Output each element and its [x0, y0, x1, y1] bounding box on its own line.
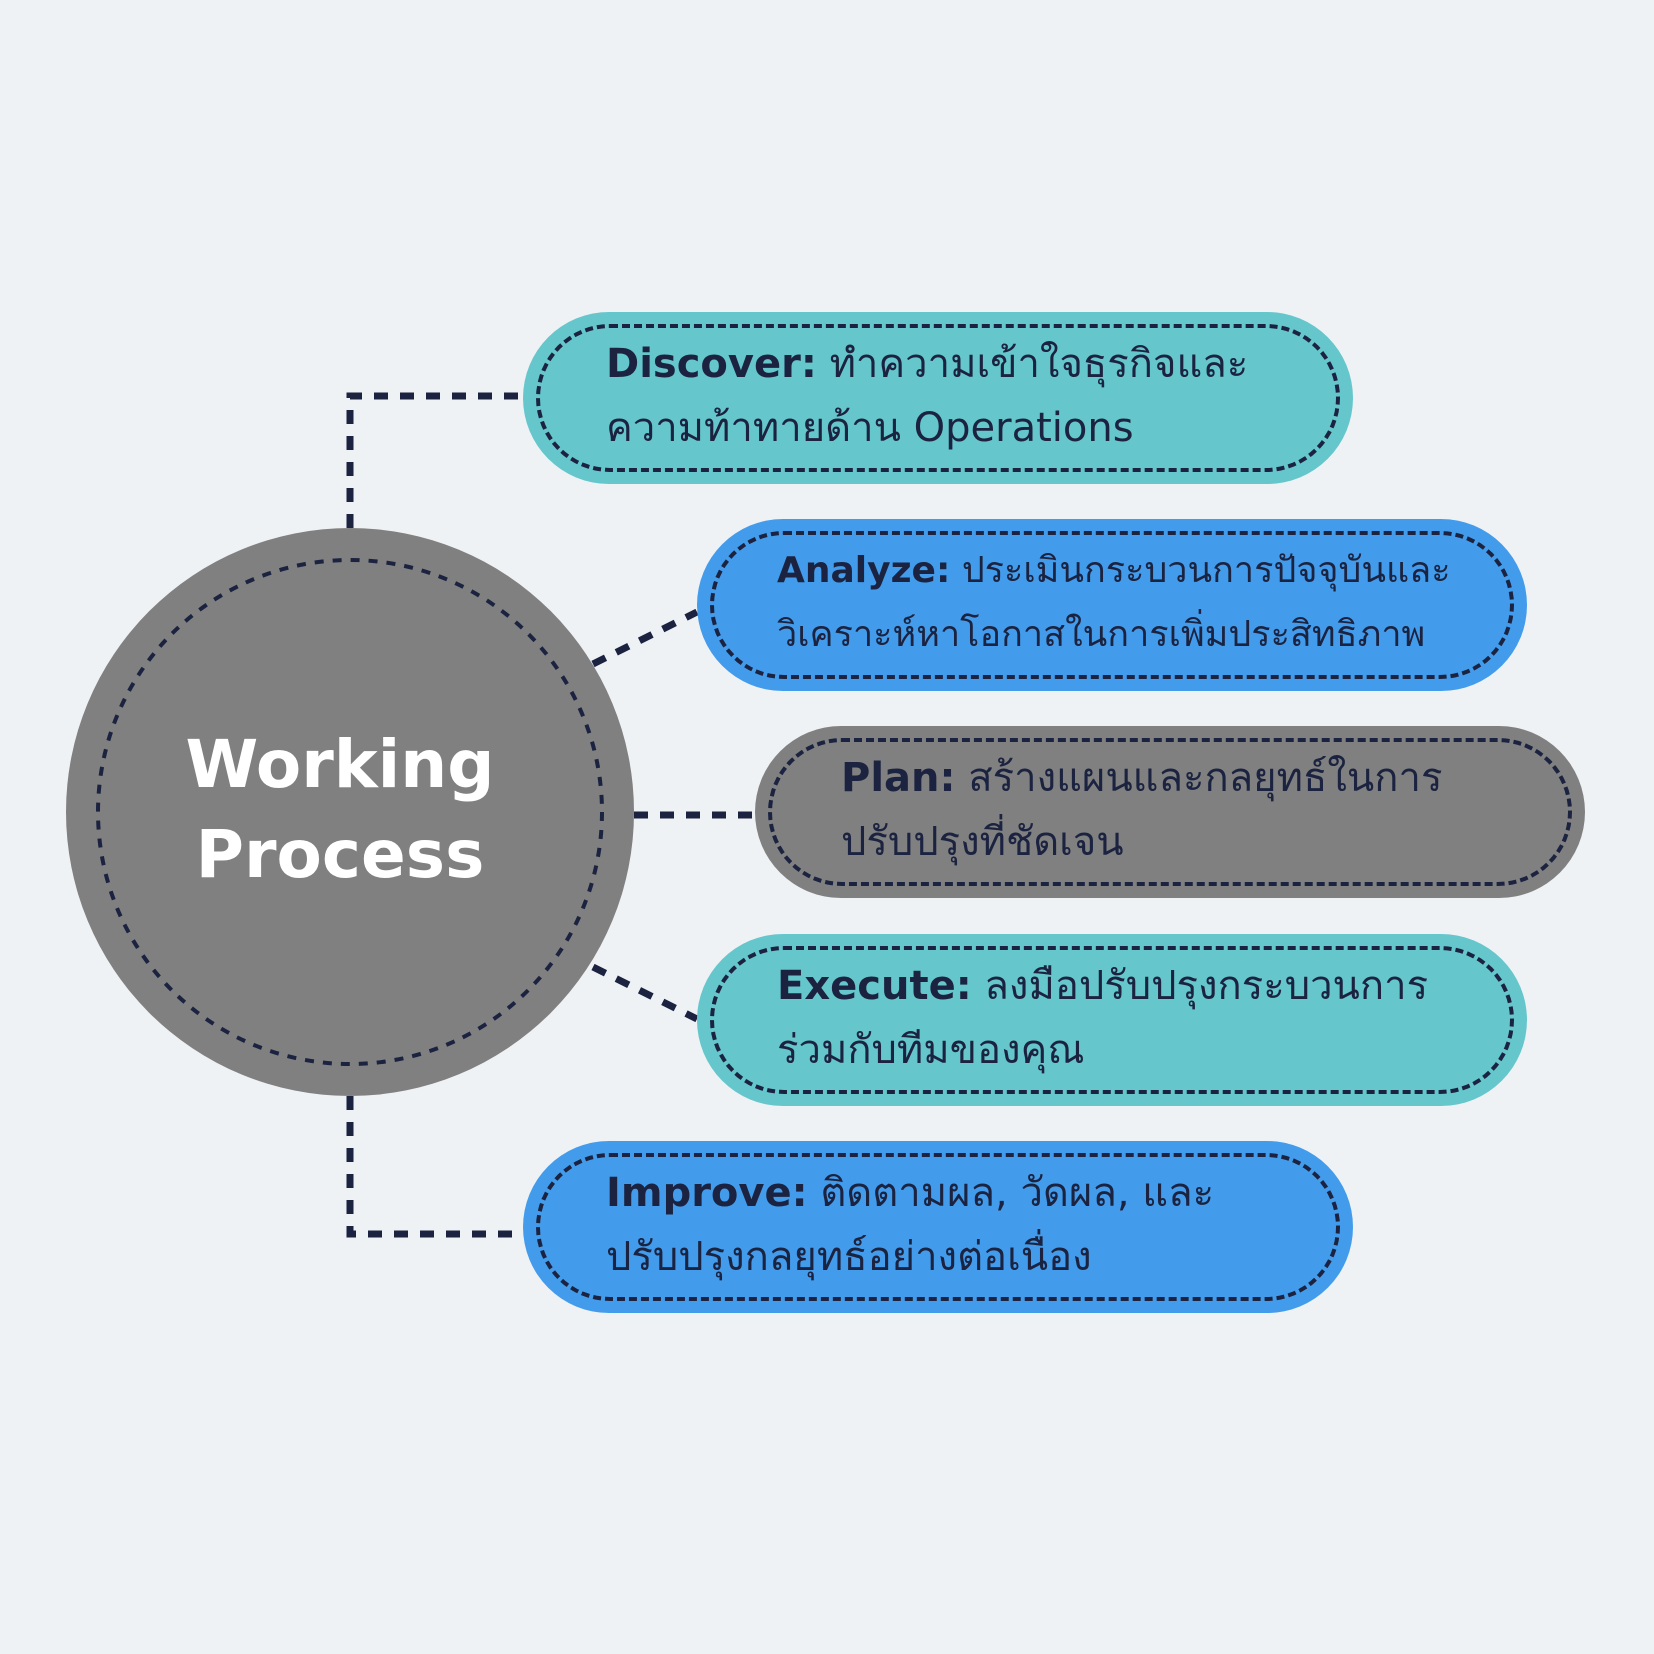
- center-title-line1: Working: [185, 726, 495, 803]
- step-improve-desc1: ติดตามผล, วัดผล, และ: [820, 1170, 1215, 1216]
- step-execute: Execute: ลงมือปรับปรุงกระบวนการ ร่วมกับท…: [697, 934, 1527, 1106]
- step-analyze-desc1: ประเมินกระบวนการปัจจุบันและ: [961, 550, 1451, 591]
- step-improve: Improve: ติดตามผล, วัดผล, และ ปรับปรุงกล…: [523, 1141, 1353, 1313]
- step-discover-dashed-border: [536, 324, 1340, 472]
- step-plan-line1: Plan: สร้างแผนและกลยุทธ์ในการ: [841, 746, 1545, 810]
- step-discover-line1: Discover: ทำความเข้าใจธุรกิจและ: [606, 332, 1313, 396]
- center-title-line2: Process: [195, 816, 485, 893]
- step-plan-term: Plan:: [841, 755, 956, 801]
- step-improve-desc2: ปรับปรุงกลยุทธ์อย่างต่อเนื่อง: [606, 1234, 1092, 1280]
- step-analyze-text: Analyze: ประเมินกระบวนการปัจจุบันและ วิเ…: [777, 539, 1487, 667]
- step-analyze-line1: Analyze: ประเมินกระบวนการปัจจุบันและ: [777, 539, 1487, 603]
- step-analyze-desc2: วิเคราะห์หาโอกาสในการเพิ่มประสิทธิภาพ: [777, 614, 1426, 655]
- step-discover-desc1: ทำความเข้าใจธุรกิจและ: [829, 341, 1249, 387]
- step-execute-desc1: ลงมือปรับปรุงกระบวนการ: [984, 963, 1429, 1009]
- step-improve-term: Improve:: [606, 1170, 808, 1216]
- step-improve-dashed-border: [536, 1153, 1340, 1301]
- step-plan-desc2: ปรับปรุงที่ชัดเจน: [841, 819, 1124, 865]
- connector-analyze: [591, 608, 699, 668]
- step-improve-text: Improve: ติดตามผล, วัดผล, และ ปรับปรุงกล…: [606, 1161, 1313, 1289]
- step-discover: Discover: ทำความเข้าใจธุรกิจและ ความท้าท…: [523, 312, 1353, 484]
- step-analyze: Analyze: ประเมินกระบวนการปัจจุบันและ วิเ…: [697, 519, 1527, 691]
- step-plan: Plan: สร้างแผนและกลยุทธ์ในการ ปรับปรุงที…: [755, 726, 1585, 898]
- step-execute-line1: Execute: ลงมือปรับปรุงกระบวนการ: [777, 954, 1487, 1018]
- center-circle: [66, 528, 634, 1096]
- step-execute-desc2: ร่วมกับทีมของคุณ: [777, 1027, 1085, 1073]
- center-circle-dashed-ring: [96, 558, 604, 1066]
- connector-improve: [346, 1096, 523, 1238]
- step-plan-dashed-border: [768, 738, 1572, 886]
- step-execute-dashed-border: [710, 946, 1514, 1094]
- step-analyze-term: Analyze:: [777, 550, 951, 591]
- step-analyze-dashed-border: [710, 531, 1514, 679]
- step-discover-desc2: ความท้าทายด้าน Operations: [606, 405, 1134, 451]
- connector-discover: [346, 392, 523, 528]
- step-discover-text: Discover: ทำความเข้าใจธุรกิจและ ความท้าท…: [606, 332, 1313, 460]
- step-discover-term: Discover:: [606, 341, 817, 387]
- step-improve-line1: Improve: ติดตามผล, วัดผล, และ: [606, 1161, 1313, 1225]
- step-execute-term: Execute:: [777, 963, 972, 1009]
- step-plan-desc1: สร้างแผนและกลยุทธ์ในการ: [968, 755, 1443, 801]
- step-execute-text: Execute: ลงมือปรับปรุงกระบวนการ ร่วมกับท…: [777, 954, 1487, 1082]
- connector-execute: [591, 963, 699, 1023]
- center-title: Working Process: [130, 720, 550, 900]
- step-plan-text: Plan: สร้างแผนและกลยุทธ์ในการ ปรับปรุงที…: [841, 746, 1545, 874]
